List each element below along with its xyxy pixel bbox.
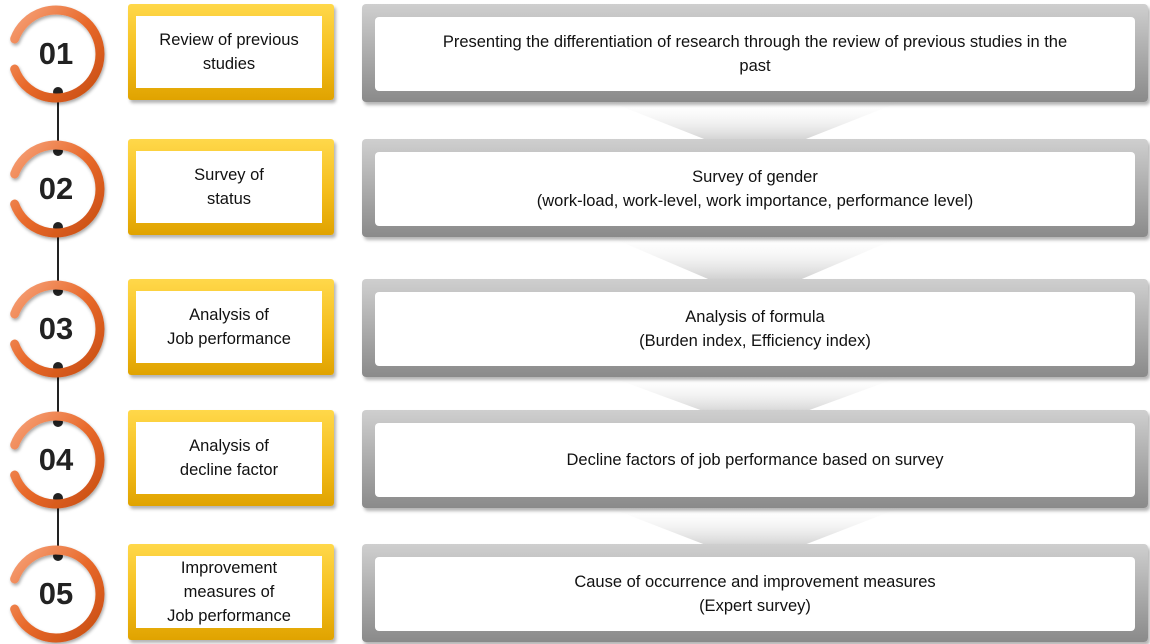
detail-text: Presenting the differentiation of resear… [375,17,1135,91]
down-arrow-icon [605,375,905,430]
step-number: 04 [38,442,74,477]
step-number: 03 [38,311,74,346]
phase-label: Improvement measures of Job performance [136,556,322,628]
step-number: 02 [38,171,74,206]
detail-box: Presenting the differentiation of resear… [362,4,1148,102]
phase-box: Survey of status [128,139,334,235]
ring-icon [10,411,105,509]
ring-icon [10,280,105,378]
step-number: 05 [38,576,74,611]
detail-text: Cause of occurrence and improvement meas… [375,557,1135,631]
stage-5: 05 Improvement measures of Job performanc… [0,544,1150,644]
step-number: 01 [38,36,74,71]
down-arrow-icon [605,100,905,159]
stage-3: 03 Analysis of Job performance Analysis of… [0,279,1150,379]
phase-label: Review of previous studies [136,16,322,88]
phase-label: Survey of status [136,151,322,223]
phase-box: Review of previous studies [128,4,334,100]
detail-text: Survey of gender (work-load, work-level,… [375,152,1135,226]
ring-icon [10,5,105,103]
stage-4: 04 Analysis of decline factor Decline fact… [0,410,1150,510]
detail-text: Analysis of formula (Burden index, Effic… [375,292,1135,366]
detail-text: Decline factors of job performance based… [375,423,1135,497]
phase-box: Improvement measures of Job performance [128,544,334,640]
phase-label: Analysis of Job performance [136,291,322,363]
phase-box: Analysis of decline factor [128,410,334,506]
detail-box: Cause of occurrence and improvement meas… [362,544,1148,642]
ring-icon [10,545,105,643]
down-arrow-icon [605,506,905,564]
stage-1: 01 Review of previous studies Presenting t… [0,4,1150,104]
detail-box: Survey of gender (work-load, work-level,… [362,139,1148,237]
down-arrow-icon [605,235,905,299]
phase-box: Analysis of Job performance [128,279,334,375]
detail-box: Analysis of formula (Burden index, Effic… [362,279,1148,377]
detail-box: Decline factors of job performance based… [362,410,1148,508]
stage-2: 02 Survey of status Survey of gender (work… [0,139,1150,239]
ring-icon [10,140,105,238]
phase-label: Analysis of decline factor [136,422,322,494]
